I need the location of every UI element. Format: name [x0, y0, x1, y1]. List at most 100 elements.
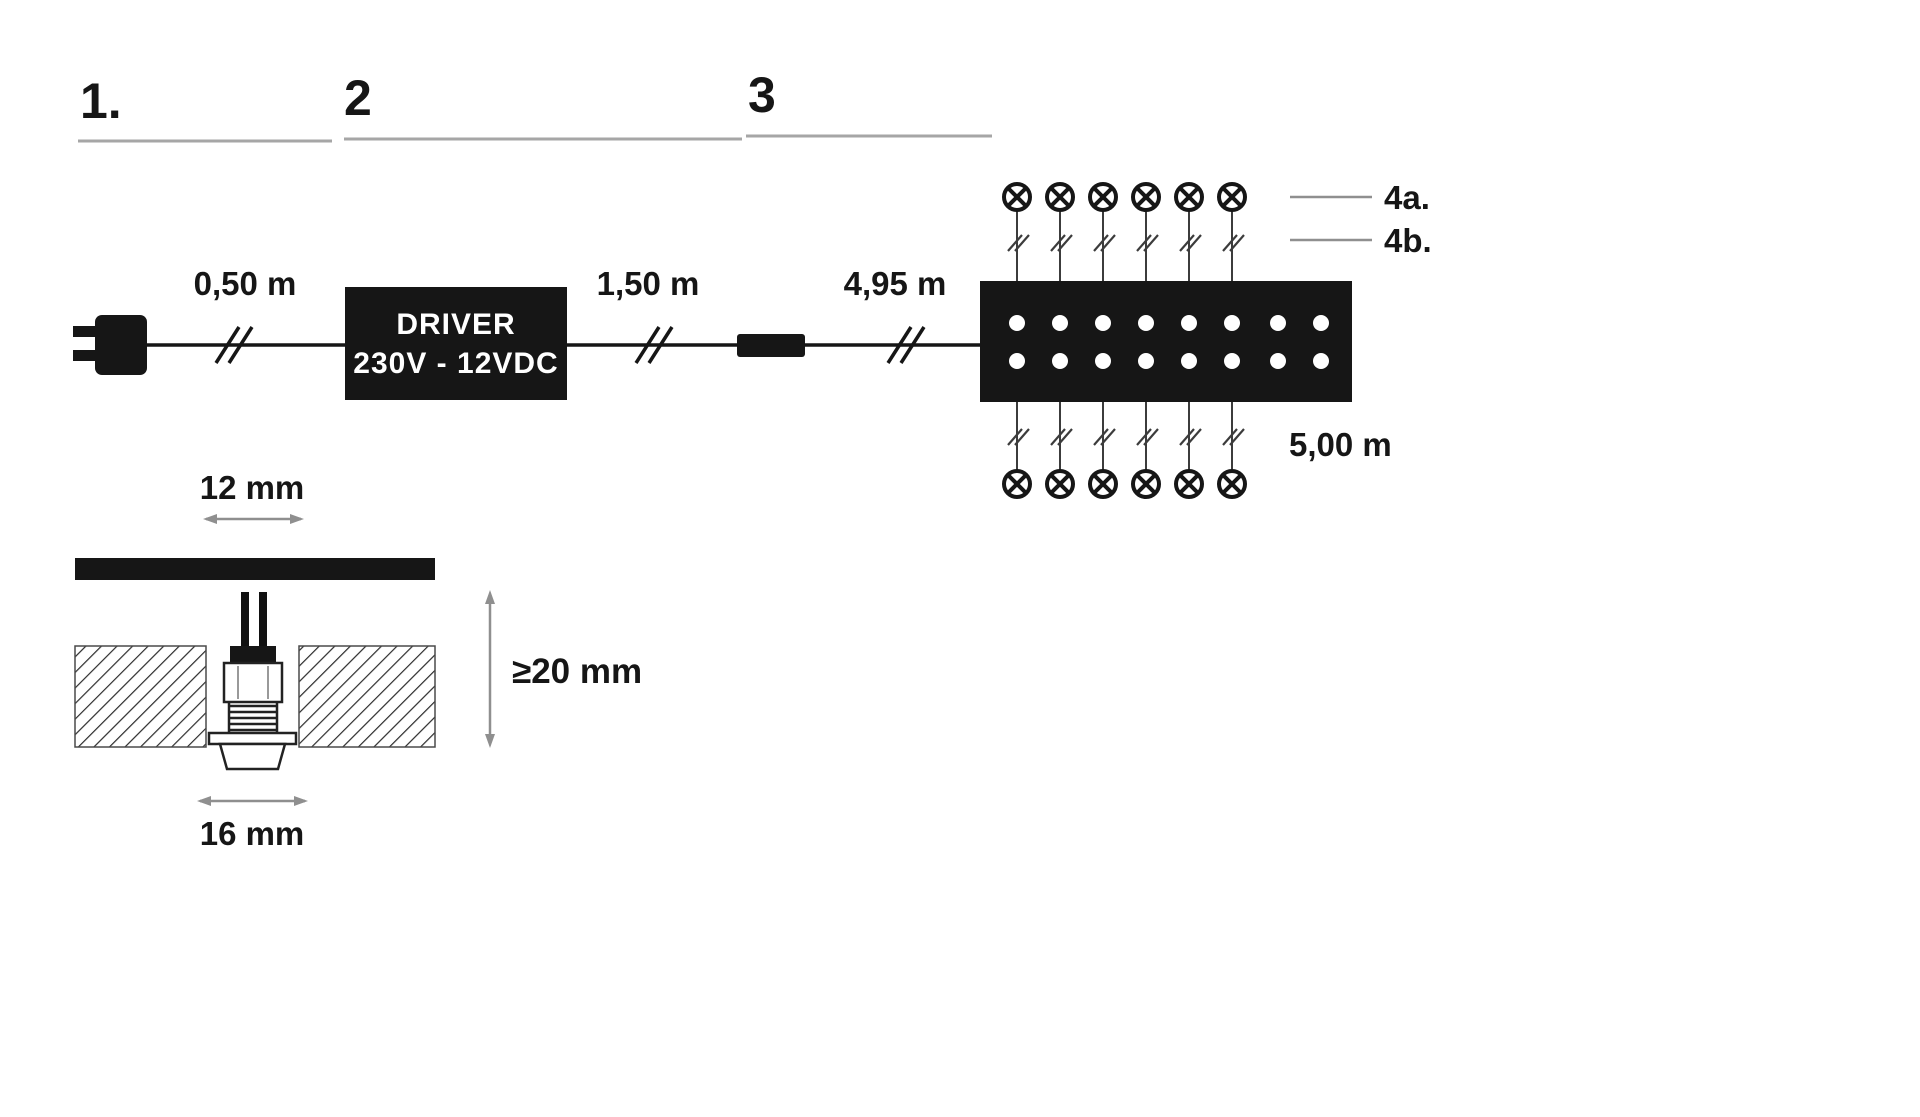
led-x-stroke: [1136, 187, 1156, 207]
connection-dot: [1095, 315, 1111, 331]
break-slash: [1057, 428, 1073, 446]
led-x-stroke: [1007, 187, 1027, 207]
connection-dot: [1181, 315, 1197, 331]
cable-1-length-label: 0,50 m: [194, 265, 297, 302]
break-slash: [1050, 428, 1066, 446]
led-lamp-top: [1174, 182, 1204, 212]
connection-dot: [1313, 353, 1329, 369]
led-x-stroke: [1179, 474, 1199, 494]
break-slash: [1093, 428, 1109, 446]
led-x-stroke: [1179, 187, 1199, 207]
led-lamp-top: [1217, 182, 1247, 212]
led-lamp-top: [1002, 182, 1032, 212]
led-x-stroke: [1007, 474, 1027, 494]
wire-break-bottom: [1007, 428, 1030, 446]
led-lamp-bottom: [1002, 469, 1032, 499]
fixture-cap: [230, 646, 276, 663]
break-slash: [1007, 428, 1023, 446]
connection-dot: [1009, 353, 1025, 369]
fixture-trim-rim: [207, 731, 298, 746]
ceiling-panel: [75, 558, 435, 580]
led-x-stroke: [1136, 474, 1156, 494]
fixture-trim-cup: [218, 742, 287, 771]
break-slash: [1229, 428, 1245, 446]
led-x-stroke: [1050, 474, 1070, 494]
led-x-stroke: [1093, 187, 1113, 207]
power-plug: [73, 315, 147, 375]
connection-dot: [1224, 353, 1240, 369]
plug-prong-bottom: [73, 350, 99, 361]
plug-prong-top: [73, 326, 99, 337]
dim-arrow-left: [203, 514, 217, 524]
wire-break-bottom: [1179, 428, 1202, 446]
break-slash: [1014, 234, 1030, 252]
strip-length-label: 5,00 m: [1289, 426, 1392, 463]
mounting-detail: 12 mm: [74, 469, 642, 852]
cable-break-1: [214, 326, 254, 364]
fixture-width-dimension: [203, 514, 304, 524]
ceiling-section-left: [74, 645, 207, 748]
fixture-width-label: 12 mm: [200, 469, 305, 506]
led-lamp-bottom: [1217, 469, 1247, 499]
break-slash: [1143, 234, 1159, 252]
break-slash: [1136, 234, 1152, 252]
break-slash: [1186, 428, 1202, 446]
step-1-label: 1.: [80, 73, 122, 129]
break-slash: [1229, 234, 1245, 252]
break-slash: [1143, 428, 1159, 446]
fixture-thread: [227, 703, 279, 732]
break-slash: [1050, 234, 1066, 252]
wire-break-top: [1222, 234, 1245, 252]
recessed-fixture: [207, 592, 298, 771]
led-lamp-bottom: [1045, 469, 1075, 499]
connection-dot: [1009, 315, 1025, 331]
wire-break-bottom: [1136, 428, 1159, 446]
connection-dot: [1181, 353, 1197, 369]
led-x-stroke: [1222, 187, 1242, 207]
wire-break-top: [1136, 234, 1159, 252]
led-lamp-top: [1131, 182, 1161, 212]
connection-dot: [1270, 353, 1286, 369]
break-slash: [1100, 234, 1116, 252]
branch-b-label: 4b.: [1384, 222, 1432, 259]
dim-arrow-up: [485, 590, 495, 604]
break-slash: [1093, 234, 1109, 252]
break-slash: [1007, 234, 1023, 252]
led-lamp-bottom: [1131, 469, 1161, 499]
connection-dot: [1313, 315, 1329, 331]
break-slash: [1179, 428, 1195, 446]
recess-depth-dimension: [485, 590, 495, 748]
recess-depth-label: ≥20 mm: [512, 652, 642, 691]
led-x-stroke: [1093, 474, 1113, 494]
ceiling-section-right: [298, 645, 436, 748]
led-x-stroke: [1050, 187, 1070, 207]
cable-3-length-label: 4,95 m: [844, 265, 947, 302]
connection-dot: [1224, 315, 1240, 331]
connection-dot: [1052, 315, 1068, 331]
wire-break-bottom: [1050, 428, 1073, 446]
wire-break-top: [1050, 234, 1073, 252]
break-slash: [1222, 428, 1238, 446]
break-slash: [1057, 234, 1073, 252]
led-x-stroke: [1222, 474, 1242, 494]
dim-arrow-left: [197, 796, 211, 806]
inline-connector: [737, 334, 805, 357]
break-slash: [1186, 234, 1202, 252]
break-slash: [1179, 234, 1195, 252]
wire-break-top: [1007, 234, 1030, 252]
cable-break-3: [886, 326, 926, 364]
connection-dot: [1052, 353, 1068, 369]
break-slash: [1222, 234, 1238, 252]
step-3-label: 3: [748, 67, 776, 123]
led-lamp-bottom: [1088, 469, 1118, 499]
break-slash: [1136, 428, 1152, 446]
wire-break-top: [1179, 234, 1202, 252]
cable-break-2: [634, 326, 674, 364]
connection-dot: [1270, 315, 1286, 331]
led-lamp-top: [1088, 182, 1118, 212]
plug-body: [95, 315, 147, 375]
cutout-width-label: 16 mm: [200, 815, 305, 852]
dim-arrow-right: [290, 514, 304, 524]
